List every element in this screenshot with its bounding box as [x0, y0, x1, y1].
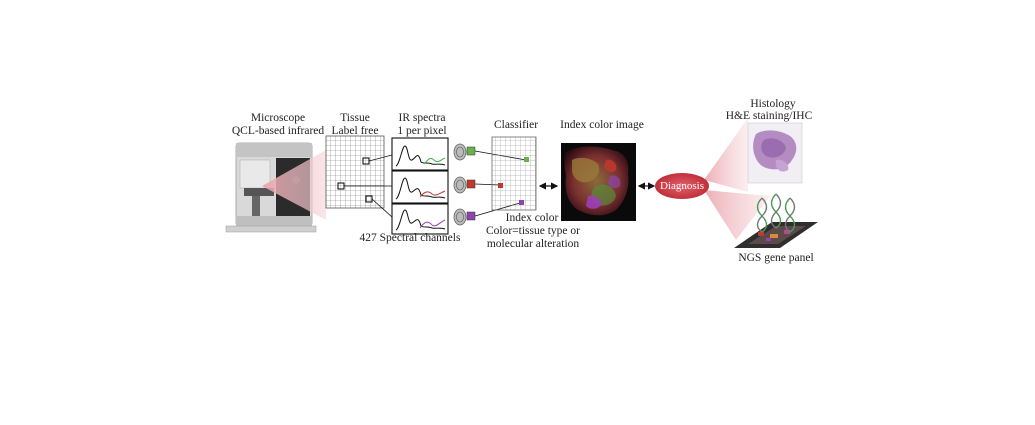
- label-color-tissue-type: Color=tissue type or: [485, 225, 580, 237]
- label-index-color: Index color: [505, 212, 559, 224]
- label-classifier: Classifier: [493, 119, 539, 131]
- label-ngs-gene-panel: NGS gene panel: [738, 252, 814, 264]
- index-color-image: [561, 143, 636, 221]
- ir-spectra-panel: [391, 137, 449, 235]
- tissue-grid: [325, 135, 385, 209]
- diagnosis-ellipse: [655, 173, 709, 199]
- label-microscope: Microscope: [250, 112, 306, 124]
- label-spectral-channels: 427 Spectral channels: [359, 232, 461, 244]
- label-diagnosis: Diagnosis: [660, 180, 704, 192]
- ngs-gene-panel: [734, 193, 818, 248]
- dna-helix-icons: [756, 193, 796, 233]
- label-tissue: Tissue: [340, 112, 370, 124]
- label-index-color-image: Index color image: [560, 119, 644, 131]
- classifier-grid: [491, 136, 537, 211]
- label-label-free: Label free: [331, 125, 379, 137]
- beam-cone: [262, 150, 326, 220]
- histology-slide: [747, 122, 803, 184]
- label-per-pixel: 1 per pixel: [397, 125, 447, 137]
- fingerprint-icons: [453, 143, 467, 226]
- label-qcl-infrared: QCL-based infrared: [231, 125, 325, 137]
- histology-cone: [704, 118, 748, 192]
- label-histology: Histology: [750, 98, 796, 110]
- class-color-squares: [466, 146, 476, 221]
- label-ir-spectra: IR spectra: [398, 112, 446, 124]
- ngs-cone: [704, 190, 770, 240]
- label-molecular-alteration: molecular alteration: [486, 238, 580, 250]
- grid-to-spectra-lines: [344, 154, 393, 218]
- label-he-staining-ihc: H&E staining/IHC: [725, 110, 813, 122]
